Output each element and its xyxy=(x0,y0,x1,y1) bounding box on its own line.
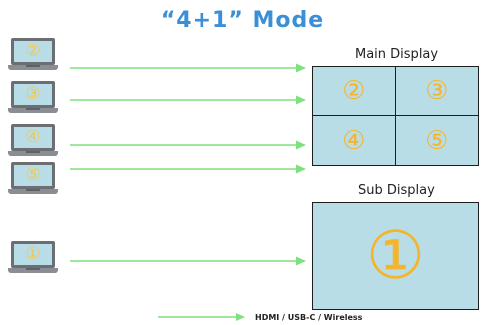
laptop-base xyxy=(8,189,58,194)
arrow-head-1 xyxy=(296,256,306,266)
arrow-head-5 xyxy=(296,164,306,174)
laptop-1: ① xyxy=(8,241,58,275)
laptop-2: ② xyxy=(8,38,58,72)
sub-display-label: Sub Display xyxy=(358,183,435,198)
laptop-screen: ④ xyxy=(11,124,55,151)
main-display-quadrant: ② xyxy=(313,67,396,116)
laptop-base xyxy=(8,151,58,156)
laptop-screen: ③ xyxy=(11,81,55,108)
main-display: ② ③ ④ ⑤ xyxy=(312,66,479,166)
laptop-number: ② xyxy=(14,41,52,62)
main-display-label: Main Display xyxy=(355,47,439,62)
laptop-number: ③ xyxy=(14,84,52,105)
main-display-quadrant: ③ xyxy=(395,67,478,116)
main-display-quadrant: ⑤ xyxy=(425,125,449,156)
legend-label: HDMI / USB-C / Wireless xyxy=(255,313,363,322)
sub-display-number: ① xyxy=(365,217,426,294)
laptop-number: ⑤ xyxy=(14,165,52,186)
laptop-base xyxy=(8,268,58,273)
arrow-head-4 xyxy=(296,140,306,150)
arrow-head-2 xyxy=(296,63,306,73)
arrow-head-3 xyxy=(296,95,306,105)
laptop-base xyxy=(8,65,58,70)
laptop-5: ⑤ xyxy=(8,162,58,196)
laptop-screen: ① xyxy=(11,241,55,268)
sub-display: ① xyxy=(312,202,479,310)
laptop-screen: ⑤ xyxy=(11,162,55,189)
legend-arrow-head xyxy=(236,313,245,321)
laptop-3: ③ xyxy=(8,81,58,115)
laptop-base xyxy=(8,108,58,113)
laptop-screen: ② xyxy=(11,38,55,65)
page-title: “4+1” Mode xyxy=(160,8,325,33)
laptop-4: ④ xyxy=(8,124,58,158)
laptop-number: ① xyxy=(14,244,52,265)
main-display-quadrant: ④ xyxy=(313,116,396,165)
laptop-number: ④ xyxy=(14,127,52,148)
